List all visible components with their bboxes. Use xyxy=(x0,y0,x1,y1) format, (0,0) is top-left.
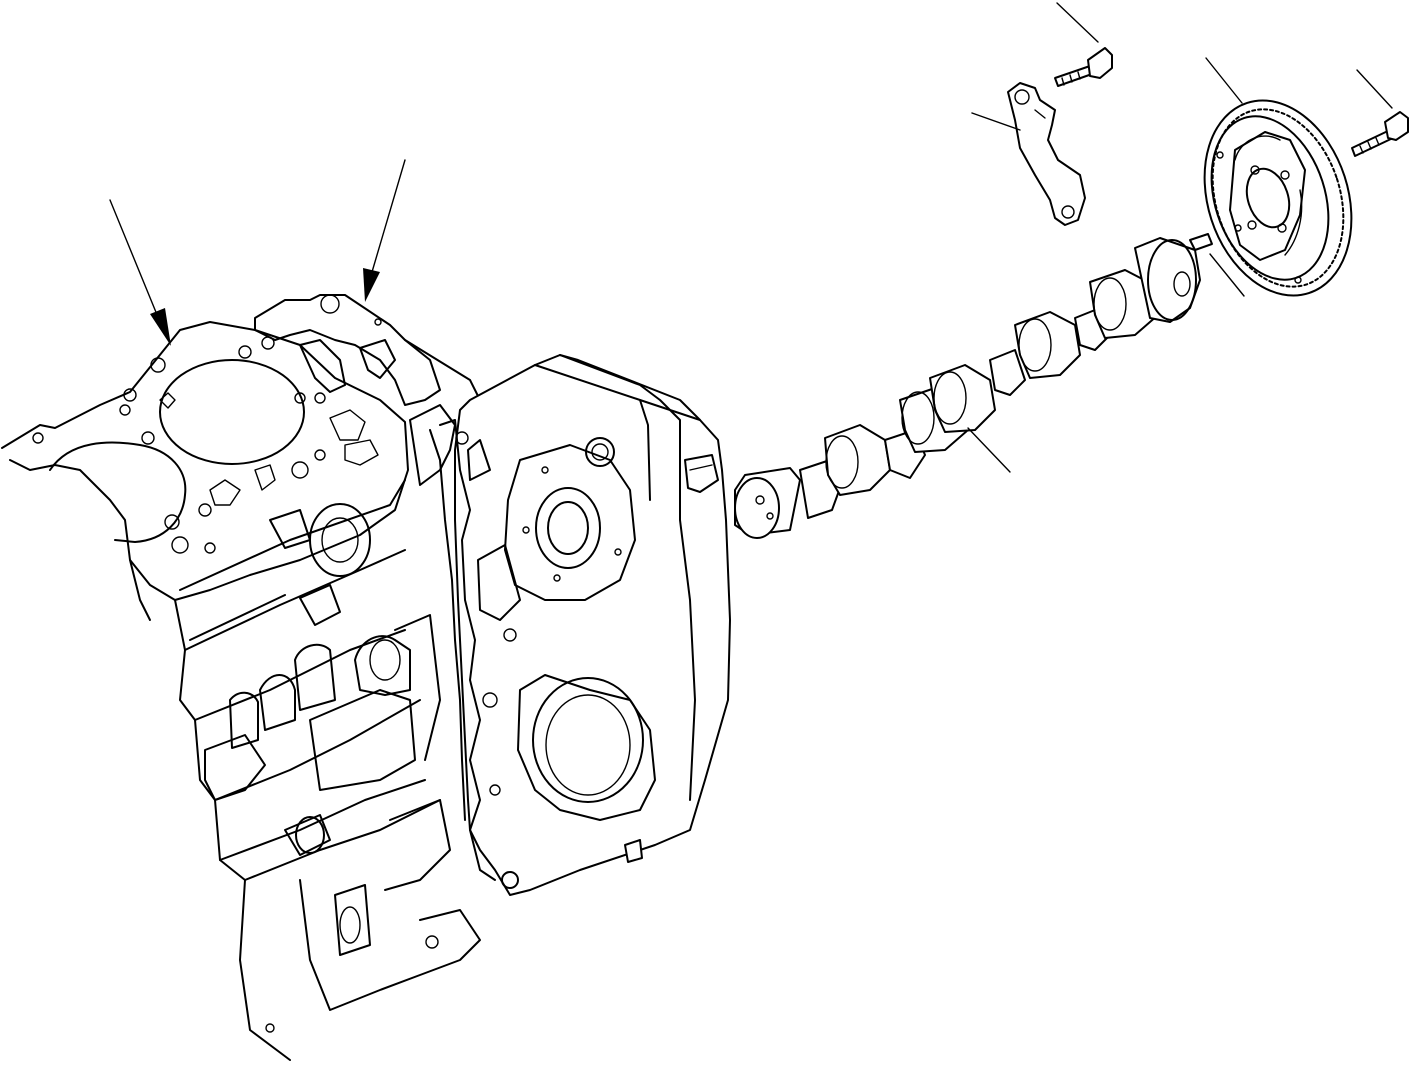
gear-bolt xyxy=(1352,112,1408,156)
dowel-pin xyxy=(1190,234,1212,250)
leader-line-thrust-plate xyxy=(972,113,1020,130)
leader-line-cam-gear xyxy=(1206,58,1242,103)
cylinder-block xyxy=(2,295,480,1060)
leader-line-dowel-pin xyxy=(1210,254,1244,296)
leader-line-top-flange xyxy=(372,160,405,272)
gear-case xyxy=(430,355,730,895)
leader-arrow-cylinder-block xyxy=(150,308,171,346)
leader-arrow-top-flange xyxy=(363,268,380,302)
thrust-plate-bolt xyxy=(1055,48,1112,86)
cam-gear xyxy=(1181,81,1376,314)
thrust-plate xyxy=(1008,83,1085,225)
leader-lines xyxy=(110,3,1392,472)
leader-line-thrust-plate-bolt xyxy=(1057,3,1098,42)
camshaft xyxy=(735,238,1200,538)
leader-line-camshaft xyxy=(968,428,1010,472)
leader-line-cylinder-block xyxy=(110,200,160,322)
leader-line-gear-bolt xyxy=(1357,70,1392,108)
